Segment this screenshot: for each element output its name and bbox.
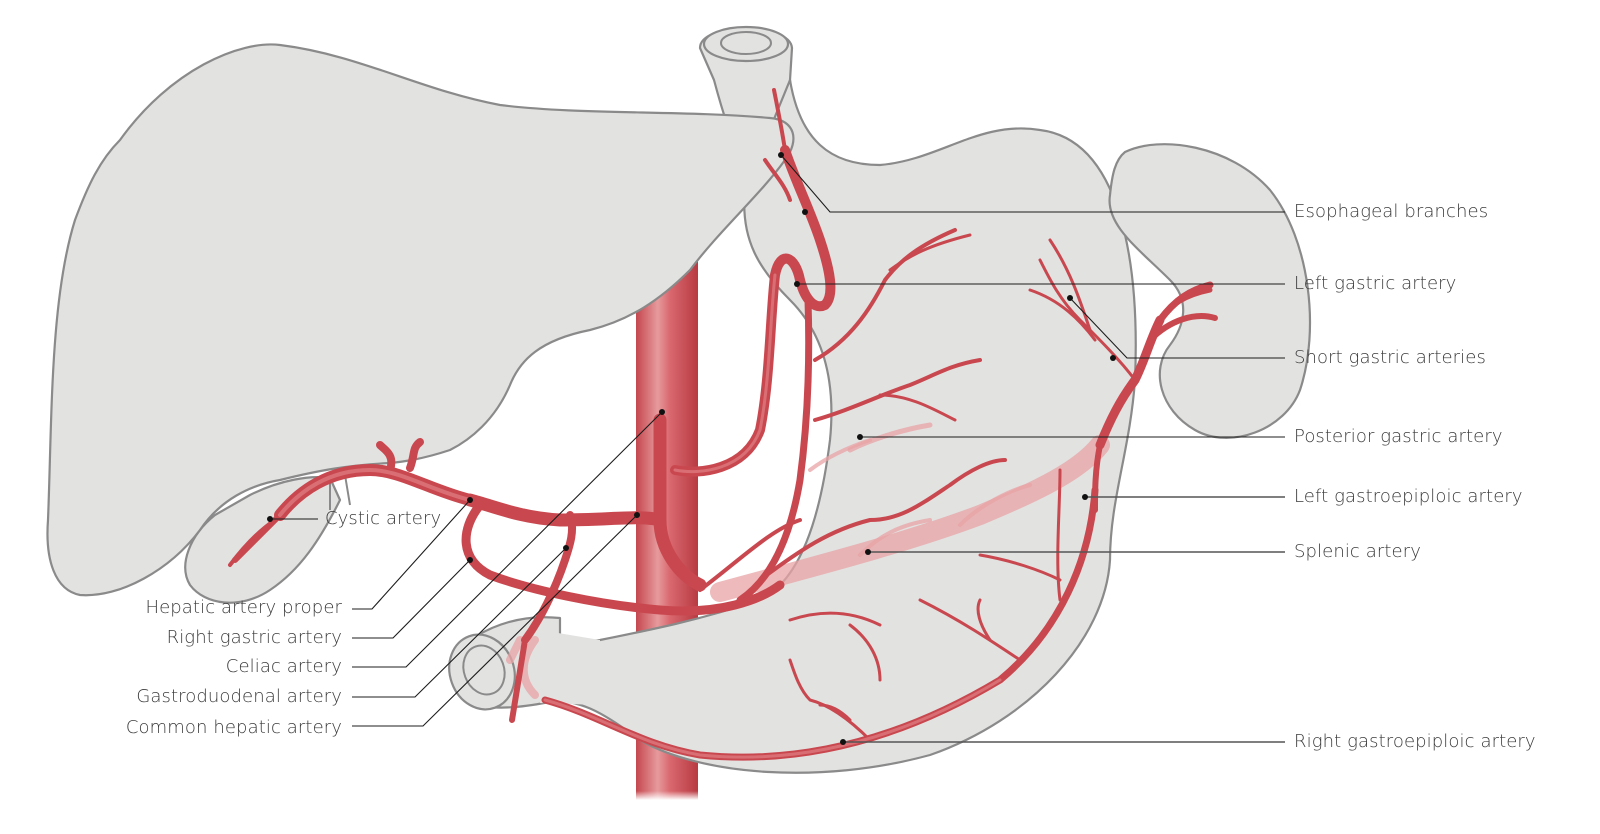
arteries [228, 88, 1218, 761]
label-celiac-artery: Celiac artery [225, 656, 342, 677]
leader-lines-left [267, 409, 665, 727]
label-right-gastroepiploic-artery: Right gastroepiploic artery [1294, 731, 1536, 752]
label-left-gastroepiploic-artery: Left gastroepiploic artery [1294, 486, 1523, 507]
label-short-gastric-arteries: Short gastric arteries [1294, 347, 1486, 368]
duodenum [448, 616, 600, 711]
label-esophageal-branches: Esophageal branches [1294, 201, 1489, 222]
liver [46, 43, 795, 597]
label-left-gastric-artery: Left gastric artery [1294, 273, 1457, 294]
label-cystic-artery: Cystic artery [325, 508, 442, 529]
label-right-gastric-artery: Right gastric artery [166, 627, 342, 648]
splenic-artery [506, 422, 1110, 699]
label-hepatic-artery-proper: Hepatic artery proper [145, 597, 342, 618]
label-common-hepatic-artery: Common hepatic artery [125, 717, 342, 738]
label-splenic-artery: Splenic artery [1294, 541, 1421, 562]
label-posterior-gastric-artery: Posterior gastric artery [1294, 426, 1503, 447]
stomach [503, 78, 1137, 774]
label-gastroduodenal-artery: Gastroduodenal artery [136, 686, 342, 707]
leader-lines-right [778, 152, 1285, 745]
